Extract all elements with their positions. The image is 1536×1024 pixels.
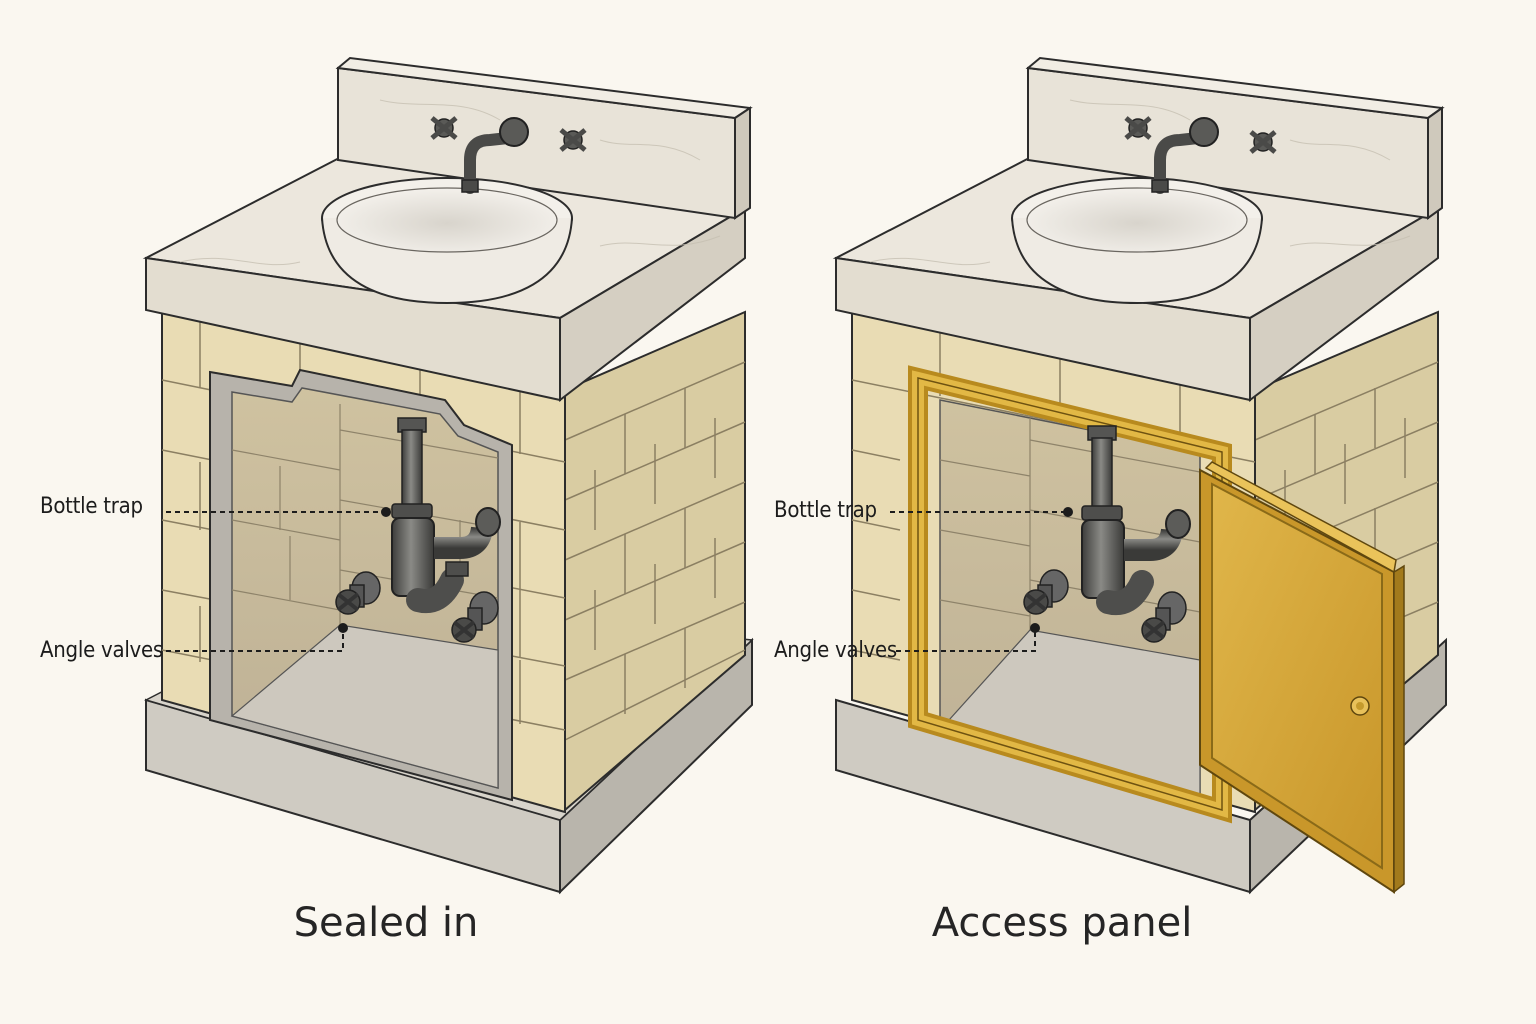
sealed-vanity	[142, 56, 754, 895]
angle-valves-label-access: Angle valves	[774, 638, 897, 663]
bottle-trap-label-sealed: Bottle trap	[40, 494, 143, 519]
access-vanity	[832, 56, 1447, 895]
angle-valves-label-sealed: Angle valves	[40, 638, 163, 663]
access-caption: Access panel	[931, 900, 1193, 946]
bottle-trap-label-access: Bottle trap	[774, 498, 877, 523]
sealed-caption: Sealed in	[293, 900, 479, 946]
